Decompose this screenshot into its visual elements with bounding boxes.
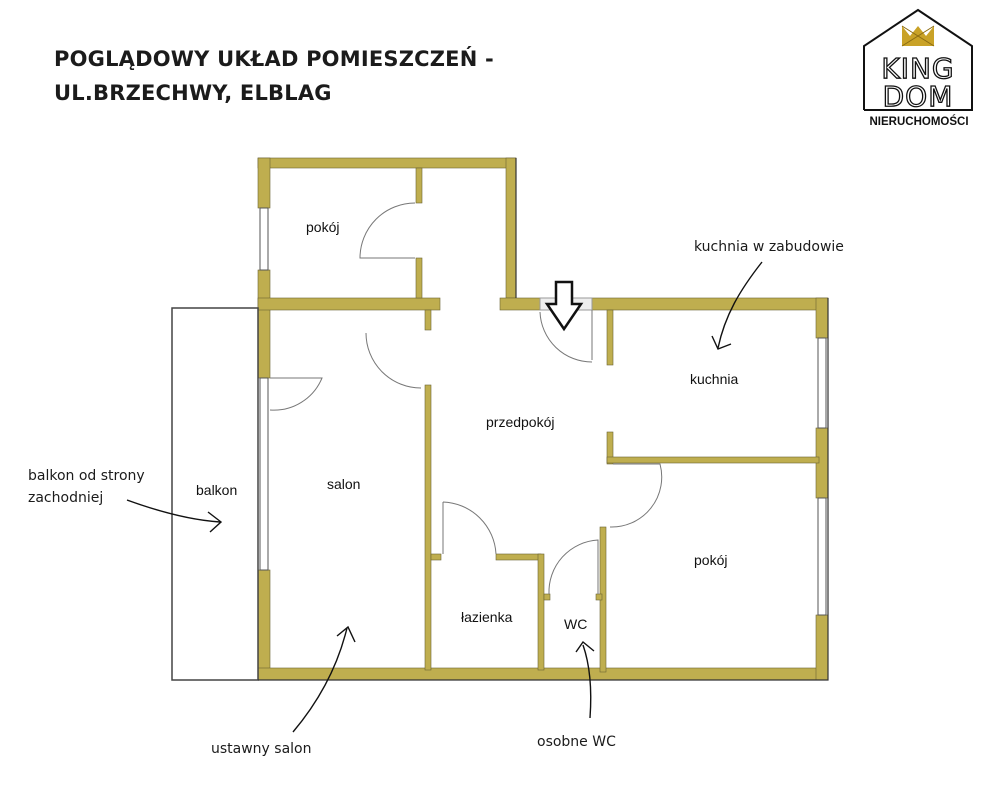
room-label-salon: salon [327, 476, 361, 492]
room-label-wc: WC [564, 616, 588, 632]
kingdom-logo: KING DOM NIERUCHOMOŚCI [858, 6, 980, 134]
room-label-pokoj-top: pokój [306, 219, 340, 235]
annotation-wc: osobne WC [537, 734, 616, 750]
title-line-2: UL.BRZECHWY, ELBLAG [54, 81, 332, 105]
room-label-pokoj-right: pokój [694, 552, 728, 568]
annotation-balcony-line2: zachodniej [28, 490, 104, 506]
annotation-arrows [126, 261, 763, 733]
room-label-lazienka: łazienka [461, 609, 513, 625]
annotation-salon: ustawny salon [211, 741, 312, 757]
room-label-balkon: balkon [196, 482, 238, 498]
entrance-arrow-icon [544, 280, 584, 332]
page-title: POGLĄDOWY UKŁAD POMIESZCZEŃ - UL.BRZECHW… [54, 42, 494, 110]
annotation-kitchen: kuchnia w zabudowie [694, 239, 844, 255]
house-outline-icon: KING DOM [863, 8, 973, 114]
svg-text:DOM: DOM [883, 80, 954, 113]
annotation-balcony-line1: balkon od strony [28, 468, 145, 484]
door-swings [269, 202, 663, 595]
room-label-kuchnia: kuchnia [690, 371, 739, 387]
title-line-1: POGLĄDOWY UKŁAD POMIESZCZEŃ - [54, 47, 494, 71]
svg-text:KING: KING [881, 52, 954, 85]
logo-subtitle: NIERUCHOMOŚCI [869, 116, 969, 128]
crown-icon [901, 25, 935, 47]
annotation-balcony: balkon od strony zachodniej [28, 465, 145, 509]
walls [257, 157, 829, 681]
room-label-przedpokoj: przedpokój [486, 414, 555, 430]
